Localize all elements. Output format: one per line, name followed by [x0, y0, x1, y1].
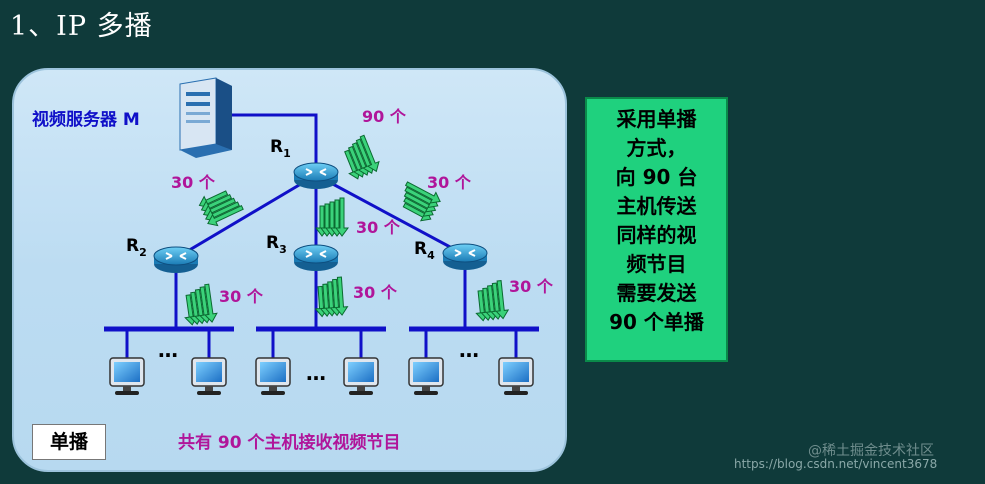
router-icon	[293, 244, 339, 272]
explanation-line: 频节目	[626, 252, 687, 276]
host-icon	[408, 357, 444, 396]
footer-caption: 共有 90 个主机接收视频节目	[178, 433, 401, 453]
router-label-r1: R1	[270, 137, 291, 160]
explanation-line: 采用单播	[616, 107, 697, 131]
arrow-bundle-center	[315, 197, 349, 237]
slide-title: 1、IP 多播	[10, 11, 153, 42]
watermark-brand: @稀土掘金技术社区	[808, 443, 934, 459]
router-label-r4: R4	[414, 239, 435, 262]
watermark-url: https://blog.csdn.net/vincent3678	[734, 457, 938, 471]
explanation-line: 同样的视	[616, 223, 697, 247]
explanation-line: 主机传送	[616, 194, 697, 218]
explanation-line: 90 个单播	[609, 310, 704, 334]
server-icon	[179, 77, 232, 158]
unicast-label: 单播	[32, 424, 106, 460]
ellipsis-center: …	[306, 361, 326, 385]
arrow-bundle-lan-center	[312, 276, 349, 318]
flow-label-lan-left: 30 个	[219, 287, 264, 306]
host-icon	[109, 357, 145, 396]
router-label-r3: R3	[266, 233, 287, 256]
host-icon	[255, 357, 291, 396]
router-label-r2: R2	[126, 236, 147, 259]
link-server-r1	[228, 113, 318, 170]
explanation-box: 采用单播 方式， 向 90 台 主机传送 同样的视 频节目 需要发送 90 个单…	[585, 97, 728, 362]
ellipsis-right: …	[459, 338, 479, 362]
host-drops	[125, 329, 518, 358]
host-icon	[343, 357, 379, 396]
link-r1-r2	[175, 173, 317, 260]
flow-label-left: 30 个	[171, 173, 216, 192]
flow-label-top: 90 个	[362, 107, 407, 126]
arrow-bundle-top	[337, 133, 383, 182]
explanation-line: 方式，	[626, 136, 687, 160]
router-icon	[153, 246, 199, 274]
ellipsis-left: …	[158, 338, 178, 362]
explanation-line: 需要发送	[616, 281, 697, 305]
host-icon	[191, 357, 227, 396]
link-r1-r4	[315, 173, 466, 257]
flow-label-right: 30 个	[427, 173, 472, 192]
flow-label-lan-center: 30 个	[353, 283, 398, 302]
diagram-panel	[12, 68, 567, 472]
arrow-bundle-lan-left	[180, 283, 219, 327]
router-icon	[293, 162, 339, 190]
links	[174, 113, 467, 328]
server-label: 视频服务器 M	[32, 109, 140, 130]
arrow-bundle-lan-right	[472, 279, 510, 322]
router-icon	[442, 243, 488, 271]
flow-label-center: 30 个	[356, 218, 401, 237]
flow-label-lan-right: 30 个	[509, 277, 554, 296]
host-icon	[498, 357, 534, 396]
explanation-line: 向 90 台	[615, 165, 698, 189]
